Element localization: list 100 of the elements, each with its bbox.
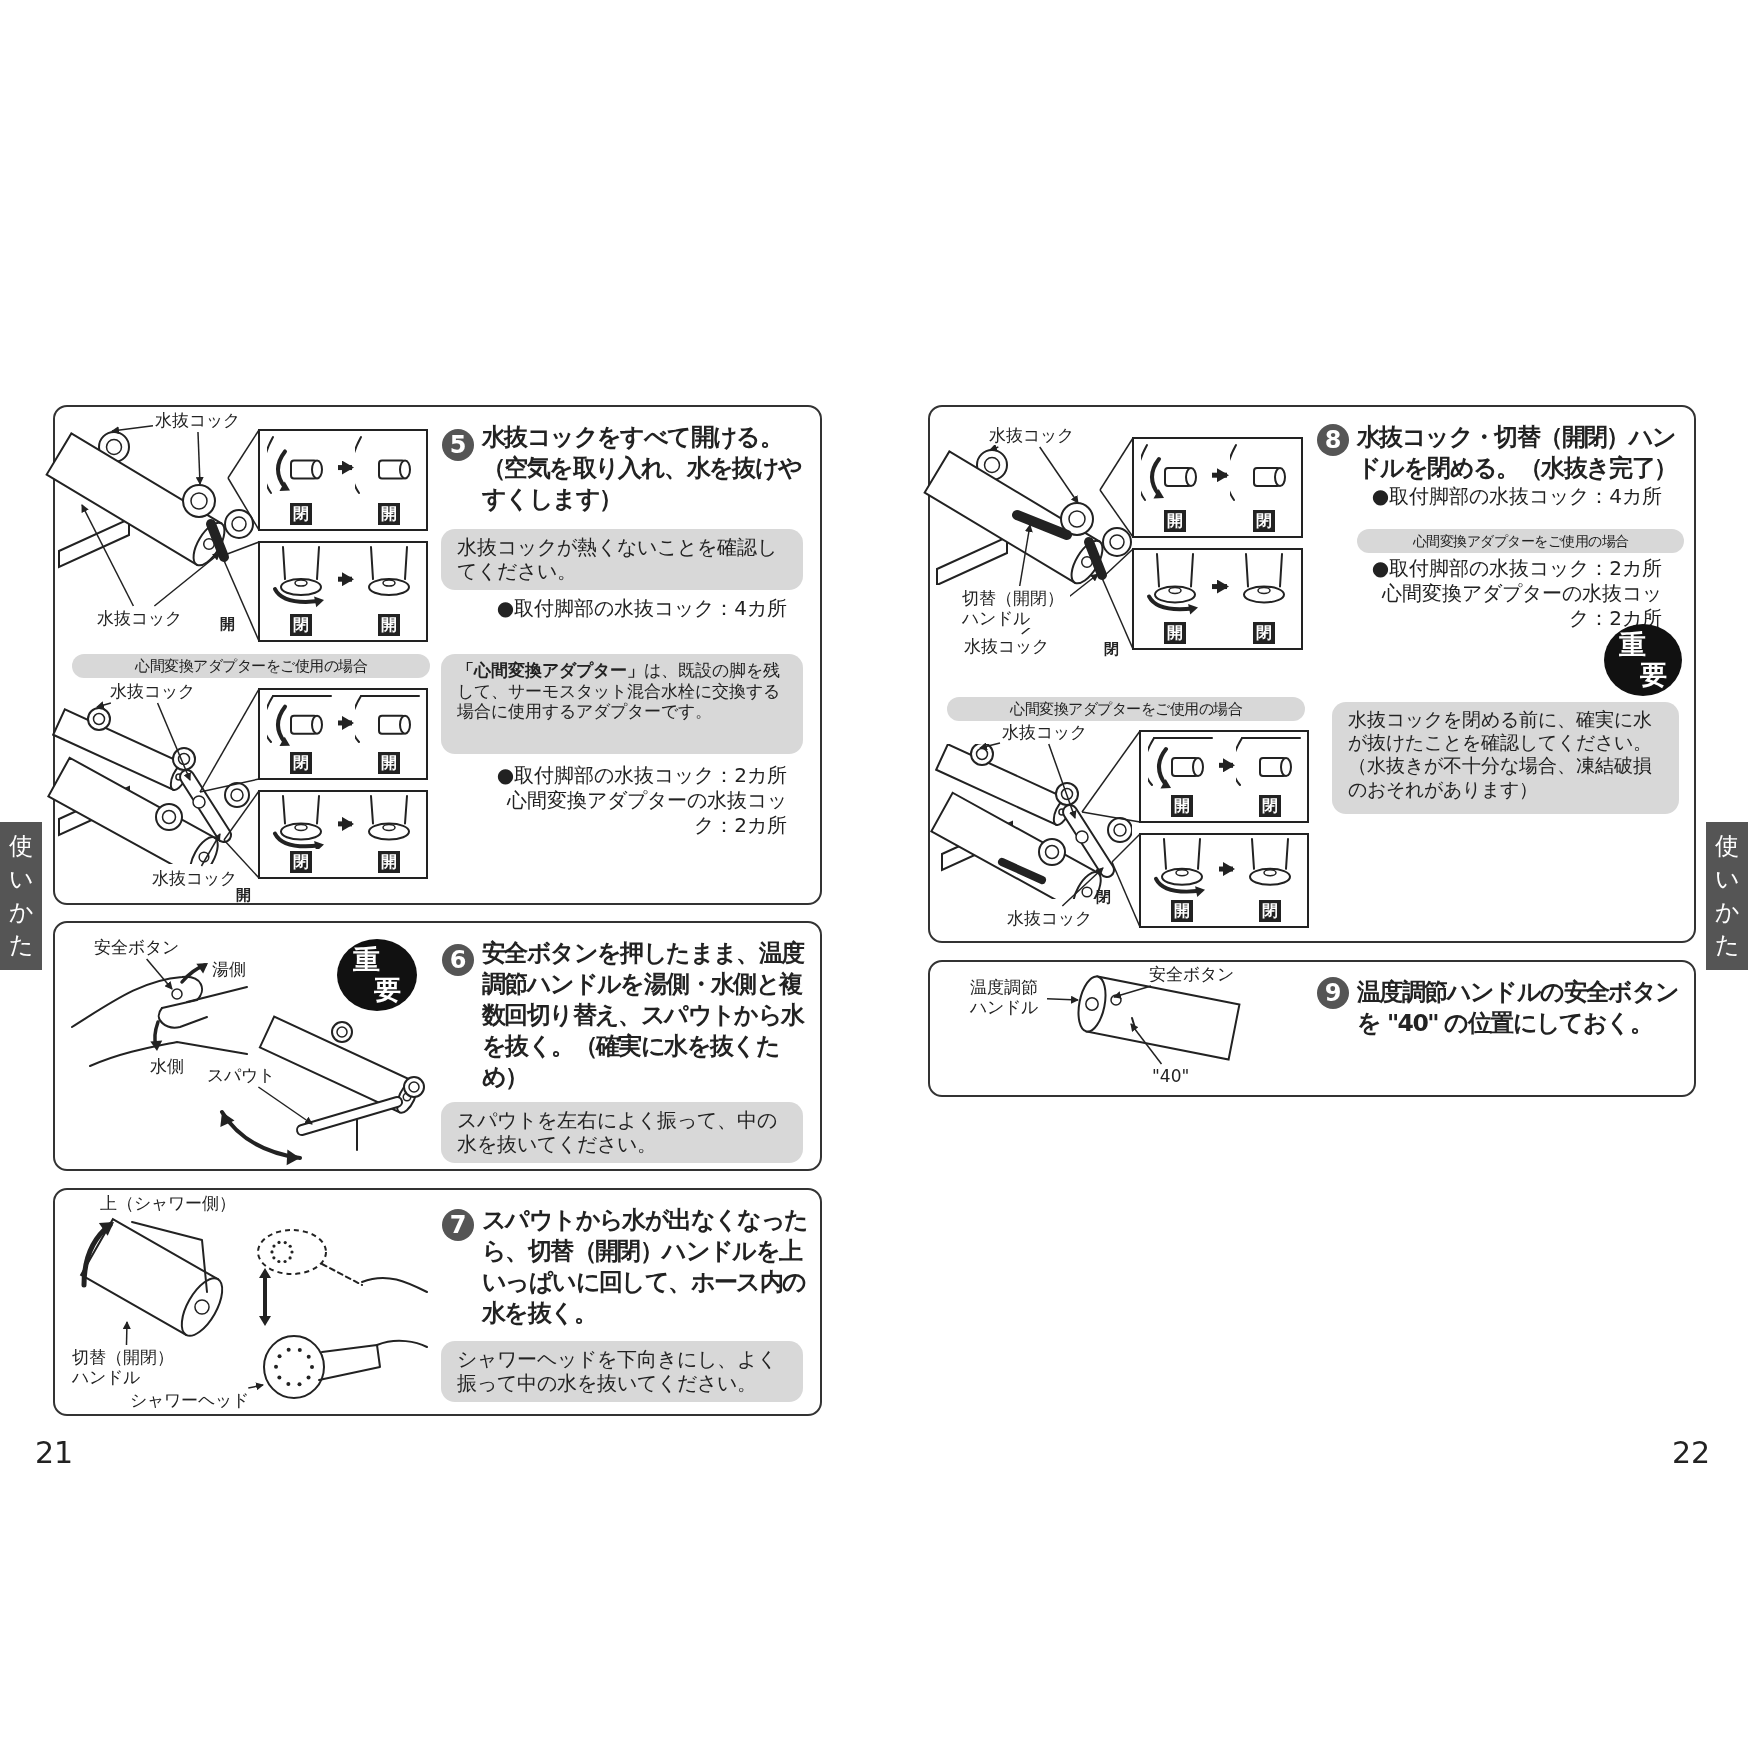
zoom-line [1111,861,1141,928]
condition-banner: 心間変換アダプターをご使用の場合 [947,697,1305,721]
state-label: 開 [1164,510,1186,532]
arrow [1219,758,1235,773]
part-label: 水抜コック [989,425,1074,445]
detail-inset [1139,833,1309,928]
part-label: 安全ボタン [1149,964,1234,984]
step-panel [928,960,1696,1097]
step-number: 9 [1317,977,1349,1009]
part-label: 水抜コック [97,608,182,628]
state-label: 開 [1171,795,1193,817]
state-label: 閉 [290,503,312,525]
leader-line [257,1086,313,1125]
zoom-line [1099,489,1134,538]
detail-inset [258,541,428,642]
bullet-text: ●取付脚部の水抜コック：2カ所 [1371,556,1662,581]
leader-line [1018,524,1033,587]
leader-line [200,833,221,867]
important-badge: 重要 [337,939,417,1011]
state-label: 閉 [1253,510,1275,532]
leader-line [96,701,112,709]
zoom-line [199,778,260,793]
detail-inset [258,429,428,531]
state-label: 閉 [290,752,312,774]
zoom-line [1081,811,1141,823]
note-box: 水抜コックが熱くないことを確認してください。 [441,529,803,590]
step-heading: 温度調節ハンドルの安全ボタンを "40" の位置にしておく。 [1357,977,1680,1039]
state-label: 開 [1171,900,1193,922]
zoom-line [199,688,260,793]
direction-label: 湯側 [212,958,246,981]
part-label: 水抜コック [964,636,1049,656]
state-label: 閉 [1259,795,1281,817]
condition-banner: 心間変換アダプターをご使用の場合 [72,654,430,678]
arrow [1212,579,1229,594]
leader-line [247,1382,264,1391]
zoom-line [1099,437,1134,491]
step-panel [53,921,822,1171]
leader-line [1046,995,1079,1004]
part-label: シャワーヘッド [130,1390,249,1410]
leader-line [156,702,191,781]
state-text: 開 [236,886,251,905]
detail-inset [1132,437,1303,538]
leader-line [1113,985,1152,999]
state-label: 開 [378,614,400,636]
step-heading: 安全ボタンを押したまま、温度調節ハンドルを湯側・水側と複数回切り替え、スパウトから水を抜く。（確実に水を抜くため） [482,938,806,1093]
zoom-line [1101,577,1134,650]
arrow [338,816,354,831]
step-number: 5 [442,429,474,461]
leader-line [145,958,173,990]
part-label: 水抜コック [1002,722,1087,742]
state-label: 開 [378,503,400,525]
state-label: 閉 [290,614,312,636]
leader-line [979,742,1001,751]
note-box: 「心間変換アダプター」は、既設の脚を残して、サーモスタット混合水栓に交換する場合に使用するアダプターです。 [441,654,803,754]
state-label: 開 [378,851,400,873]
detail-inset [1139,730,1309,823]
zoom-line [223,839,260,879]
bullet-text: ●取付脚部の水抜コック：4カ所 [1371,484,1662,509]
leader-line [989,443,1000,452]
state-label: 開 [1164,622,1186,644]
side-tab: 使いかた [0,822,42,970]
step-heading: 水抜コックをすべて開ける。（空気を取り入れ、水を抜けやすくします） [482,422,803,515]
arrow [338,572,354,587]
zoom-line [223,790,260,841]
step-number: 8 [1317,424,1349,456]
state-label: 閉 [290,851,312,873]
zoom-line [227,429,260,479]
condition-banner: 心間変換アダプターをご使用の場合 [1357,529,1684,553]
leader-line [81,504,135,607]
zoom-line [1111,833,1141,863]
state-label: 開 [378,752,400,774]
leader-line [1130,1023,1163,1065]
bullet-text: 心間変換アダプターの水抜コック：2カ所 [505,788,787,838]
arrow [338,715,354,730]
leader-line [1048,743,1077,819]
note-box: スパウトを左右によく振って、中の水を抜いてください。 [441,1102,803,1163]
part-label: 切替（開閉）ハンドル [962,588,1070,628]
step-panel [53,1188,822,1416]
state-text: 開 [220,615,235,634]
step-heading: 水抜コック・切替（開閉）ハンドルを閉める。（水抜き完了） [1357,422,1678,484]
step-number: 6 [442,944,474,976]
page-number: 21 [35,1435,74,1470]
side-tab: 使いかた [1706,822,1748,970]
step-number: 7 [442,1209,474,1241]
detail-inset [258,790,428,879]
part-label: 水抜コック [152,868,237,888]
zoom-line [227,477,260,531]
step-heading: スパウトから水が出なくなったら、切替（開閉）ハンドルを上いっぱいに回して、ホース内の水を抜く。 [482,1205,809,1329]
direction-label: 上（シャワー側） [100,1192,236,1215]
note-box: 水抜コックを閉める前に、確実に水が抜けたことを確認してください。（水抜きが不十分な場合、凍結破損のおそれがあります） [1332,702,1679,814]
state-label: 閉 [1259,900,1281,922]
state-text: 閉 [1096,888,1111,907]
part-label: 水抜コック [1007,908,1092,928]
arrow [1219,862,1235,877]
leader-line [1038,446,1079,504]
bullet-text: ●取付脚部の水抜コック：4カ所 [496,596,787,621]
state-text: 閉 [1104,640,1119,659]
leader-line [122,1321,131,1346]
leader-line [111,425,154,435]
part-label: 水抜コック [155,410,240,430]
